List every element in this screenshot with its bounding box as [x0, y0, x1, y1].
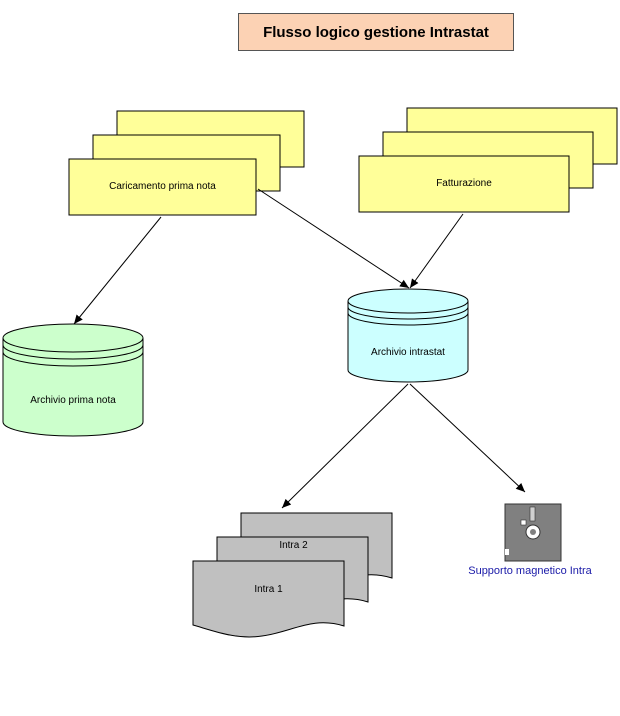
archivio-prima-nota-label: Archivio prima nota [30, 395, 116, 406]
arrow-fatturazione-intrastat [409, 213, 464, 289]
fatturazione-stack [358, 107, 618, 213]
archivio-prima-nota-db [2, 323, 144, 437]
page-title: Flusso logico gestione Intrastat [238, 13, 514, 51]
intra2-label: Intra 2 [279, 540, 308, 551]
archivio-intrastat-db [347, 288, 469, 383]
intra-documents [192, 512, 393, 638]
caricamento-stack [68, 110, 305, 216]
intra1-label: Intra 1 [254, 584, 283, 595]
arrow-intrastat-floppy [409, 383, 526, 493]
caricamento-label: Caricamento prima nota [109, 181, 216, 192]
flow-arrows [73, 188, 526, 509]
floppy-disk-icon [504, 503, 562, 562]
arrow-caricamento-archivio [73, 216, 162, 325]
arrow-caricamento-intrastat [257, 188, 410, 289]
arrow-intrastat-documents [281, 383, 409, 509]
fatturazione-label: Fatturazione [436, 178, 492, 189]
archivio-intrastat-label: Archivio intrastat [371, 347, 445, 358]
supporto-label: Supporto magnetico Intra [468, 565, 592, 577]
